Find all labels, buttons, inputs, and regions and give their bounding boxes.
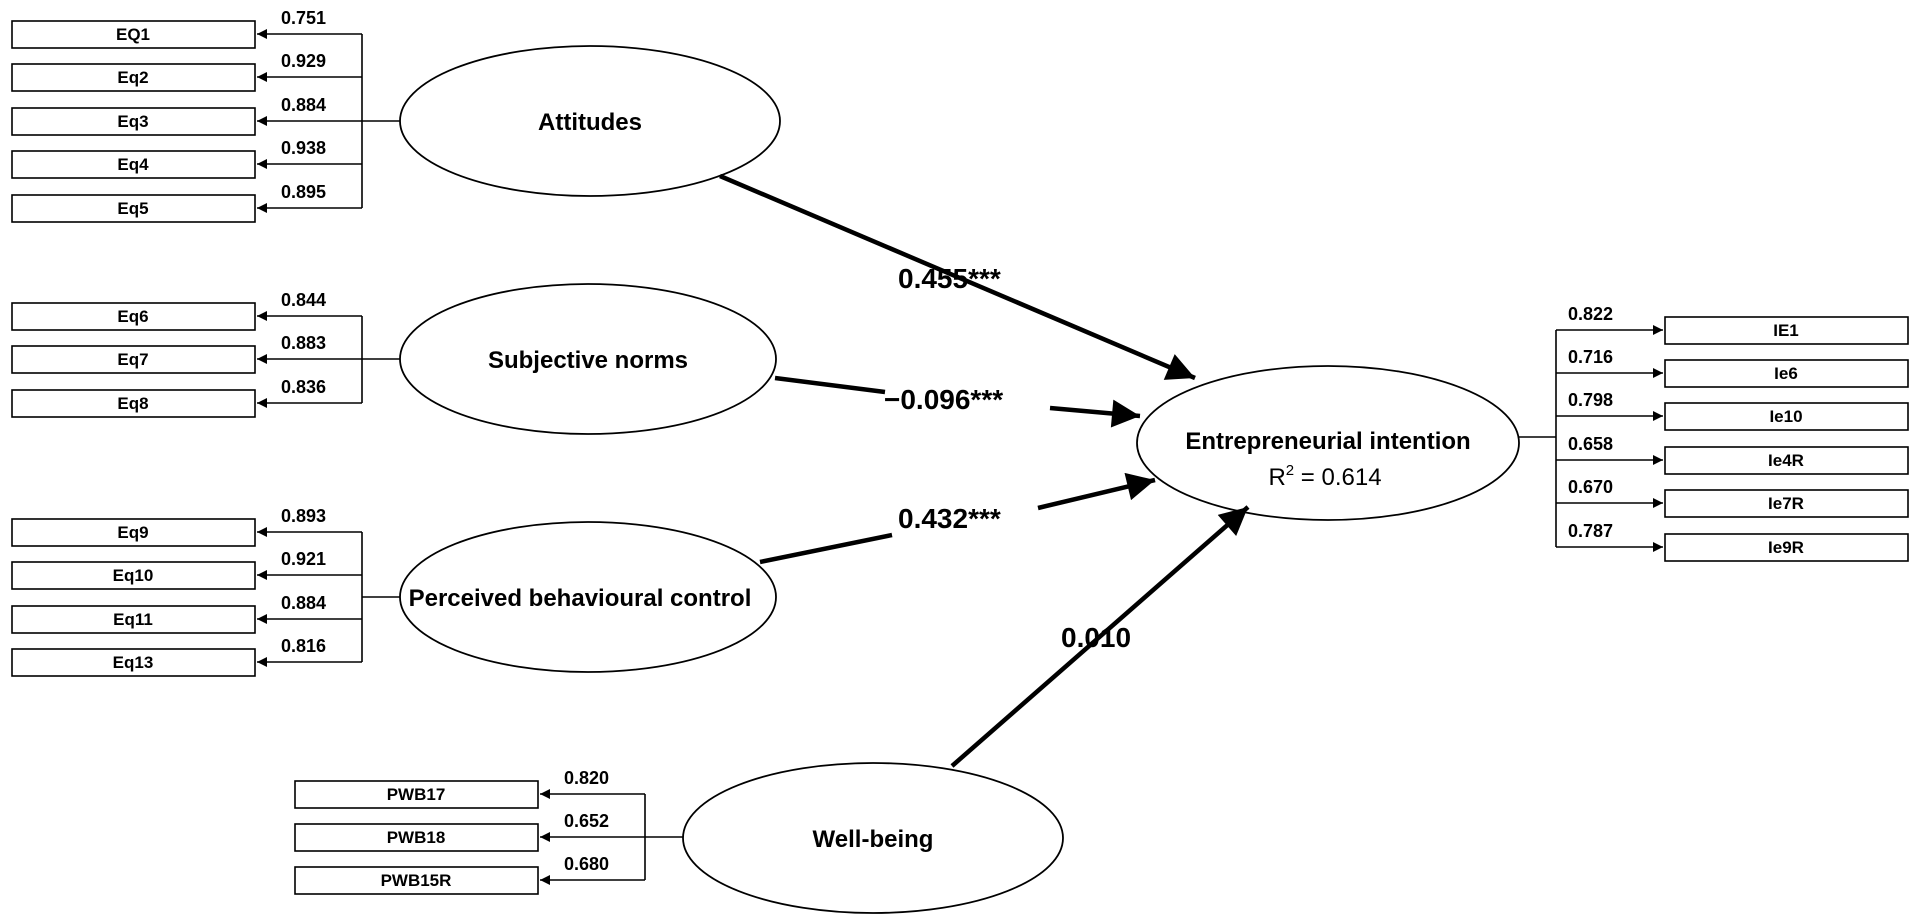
ei-indicators: IE1 0.822 Ie6 0.716 Ie10 0.798 Ie4R 0.65…: [1519, 304, 1909, 562]
pbc-indicators: Eq9 0.893 Eq10 0.921 Eq11 0.884 Eq13 0.8…: [11, 506, 400, 677]
indicator-label: EQ1: [116, 25, 150, 44]
indicator-eq11: Eq11 0.884: [11, 593, 362, 634]
loading-label: 0.895: [281, 182, 326, 202]
loading-label: 0.836: [281, 377, 326, 397]
indicator-label: Eq9: [117, 523, 148, 542]
indicator-label: IE1: [1773, 321, 1799, 340]
construct-label: Subjective norms: [488, 347, 688, 374]
indicator-eq3: Eq3 0.884: [11, 95, 362, 136]
path-coefficient-label: 0.432***: [898, 503, 1001, 534]
path-subjective-norms-to-ei: −0.096***: [774, 375, 1141, 428]
construct-label: Entrepreneurial intention: [1185, 428, 1470, 455]
loading-label: 0.884: [281, 95, 326, 115]
indicator-label: PWB17: [387, 785, 446, 804]
loading-label: 0.787: [1568, 521, 1613, 541]
construct-label: Perceived behavioural control: [409, 585, 752, 612]
indicator-eq1: EQ1 0.751: [11, 8, 362, 49]
indicator-label: Ie6: [1774, 364, 1798, 383]
indicator-label: PWB18: [387, 828, 446, 847]
construct-entrepreneurial-intention: Entrepreneurial intention R2 = 0.614: [1136, 365, 1520, 521]
loading-label: 0.798: [1568, 390, 1613, 410]
loading-label: 0.716: [1568, 347, 1613, 367]
construct-pbc: Perceived behavioural control: [399, 521, 777, 673]
indicator-pwb15r: PWB15R 0.680: [294, 854, 645, 895]
indicator-eq9: Eq9 0.893: [11, 506, 362, 547]
loading-label: 0.929: [281, 51, 326, 71]
indicator-ie1: IE1 0.822: [1556, 304, 1909, 345]
indicator-eq6: Eq6 0.844: [11, 290, 362, 331]
loading-label: 0.883: [281, 333, 326, 353]
indicator-label: Eq11: [113, 610, 153, 629]
indicator-label: Eq5: [117, 199, 148, 218]
indicator-eq7: Eq7 0.883: [11, 333, 362, 374]
loading-label: 0.893: [281, 506, 326, 526]
r-squared-label: R2 = 0.614: [1268, 462, 1381, 491]
path-pbc-to-ei: 0.432***: [759, 472, 1156, 565]
indicator-label: Eq13: [113, 653, 154, 672]
indicator-label: Eq10: [113, 566, 154, 585]
indicator-ie10: Ie10 0.798: [1556, 390, 1909, 431]
indicator-pwb17: PWB17 0.820: [294, 768, 645, 809]
indicator-label: Eq3: [117, 112, 148, 131]
loading-label: 0.822: [1568, 304, 1613, 324]
loading-label: 0.680: [564, 854, 609, 874]
indicator-label: Ie9R: [1768, 538, 1804, 557]
indicator-eq4: Eq4 0.938: [11, 138, 362, 179]
loading-label: 0.670: [1568, 477, 1613, 497]
loading-label: 0.652: [564, 811, 609, 831]
construct-label: Well-being: [813, 826, 934, 853]
indicator-label: Eq6: [117, 307, 148, 326]
loading-label: 0.816: [281, 636, 326, 656]
path-attitudes-to-ei: 0.455***: [719, 173, 1196, 381]
path-well-being-to-ei: 0.010: [950, 505, 1250, 768]
subjective-norms-indicators: Eq6 0.844 Eq7 0.883 Eq8 0.836: [11, 290, 400, 418]
indicator-ie4r: Ie4R 0.658: [1556, 434, 1909, 475]
indicator-label: Ie7R: [1768, 494, 1804, 513]
loading-label: 0.751: [281, 8, 326, 28]
indicator-ie7r: Ie7R 0.670: [1556, 477, 1909, 518]
path-coefficient-label: 0.010: [1061, 622, 1131, 653]
indicator-eq10: Eq10 0.921: [11, 549, 362, 590]
indicator-label: Ie4R: [1768, 451, 1804, 470]
indicator-ie6: Ie6 0.716: [1556, 347, 1909, 388]
construct-well-being: Well-being: [682, 762, 1064, 914]
indicator-pwb18: PWB18 0.652: [294, 811, 645, 852]
indicator-eq2: Eq2 0.929: [11, 51, 362, 92]
indicator-label: Eq2: [117, 68, 148, 87]
loading-label: 0.820: [564, 768, 609, 788]
indicator-label: PWB15R: [381, 871, 452, 890]
indicator-eq13: Eq13 0.816: [11, 636, 362, 677]
well-being-indicators: PWB17 0.820 PWB18 0.652 PWB15R 0.680: [294, 768, 683, 895]
loading-label: 0.938: [281, 138, 326, 158]
indicator-ie9r: Ie9R 0.787: [1556, 521, 1909, 562]
indicator-label: Ie10: [1769, 407, 1802, 426]
loading-label: 0.921: [281, 549, 326, 569]
loading-label: 0.844: [281, 290, 326, 310]
construct-label: Attitudes: [538, 109, 642, 136]
indicator-label: Eq7: [117, 350, 148, 369]
indicator-eq8: Eq8 0.836: [11, 377, 362, 418]
loading-label: 0.658: [1568, 434, 1613, 454]
indicator-label: Eq4: [117, 155, 149, 174]
indicator-eq5: Eq5 0.895: [11, 182, 362, 223]
construct-subjective-norms: Subjective norms: [399, 283, 777, 435]
attitudes-indicators: EQ1 0.751 Eq2 0.929 Eq3 0.884 Eq4 0.938 …: [11, 8, 400, 223]
loading-label: 0.884: [281, 593, 326, 613]
indicator-label: Eq8: [117, 394, 148, 413]
construct-attitudes: Attitudes: [399, 45, 781, 197]
path-coefficient-label: −0.096***: [884, 384, 1003, 415]
path-coefficient-label: 0.455***: [898, 263, 1001, 294]
